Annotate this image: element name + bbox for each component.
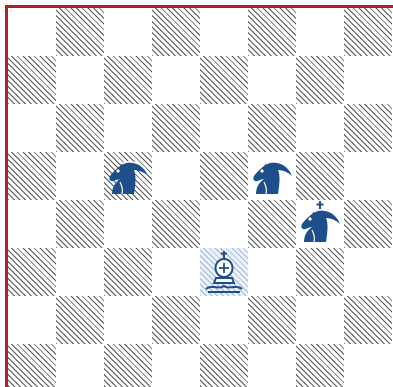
square-f6[interactable] xyxy=(248,104,296,152)
square-d3[interactable] xyxy=(152,248,200,296)
square-b8[interactable] xyxy=(56,8,104,56)
square-h5[interactable] xyxy=(344,152,392,200)
horse-head-icon xyxy=(248,152,296,200)
square-f8[interactable] xyxy=(248,8,296,56)
square-c2[interactable] xyxy=(104,296,152,344)
square-f2[interactable] xyxy=(248,296,296,344)
square-b5[interactable] xyxy=(56,152,104,200)
square-d6[interactable] xyxy=(152,104,200,152)
square-g1[interactable] xyxy=(296,344,344,387)
square-a2[interactable] xyxy=(8,296,56,344)
square-b4[interactable] xyxy=(56,200,104,248)
square-g3[interactable] xyxy=(296,248,344,296)
square-c4[interactable] xyxy=(104,200,152,248)
square-b6[interactable] xyxy=(56,104,104,152)
square-f1[interactable] xyxy=(248,344,296,387)
square-g2[interactable] xyxy=(296,296,344,344)
chess-board xyxy=(8,8,393,387)
square-e4[interactable] xyxy=(200,200,248,248)
square-b3[interactable] xyxy=(56,248,104,296)
square-g5[interactable] xyxy=(296,152,344,200)
square-h6[interactable] xyxy=(344,104,392,152)
square-g8[interactable] xyxy=(296,8,344,56)
square-c1[interactable] xyxy=(104,344,152,387)
square-g6[interactable] xyxy=(296,104,344,152)
square-a4[interactable] xyxy=(8,200,56,248)
square-a8[interactable] xyxy=(8,8,56,56)
blue-knight-c5[interactable] xyxy=(104,152,152,200)
square-h2[interactable] xyxy=(344,296,392,344)
square-h3[interactable] xyxy=(344,248,392,296)
square-d2[interactable] xyxy=(152,296,200,344)
square-e1[interactable] xyxy=(200,344,248,387)
square-b7[interactable] xyxy=(56,56,104,104)
blue-knight-g4[interactable] xyxy=(296,200,344,248)
square-d7[interactable] xyxy=(152,56,200,104)
square-c8[interactable] xyxy=(104,8,152,56)
square-e2[interactable] xyxy=(200,296,248,344)
square-f4[interactable] xyxy=(248,200,296,248)
square-f3[interactable] xyxy=(248,248,296,296)
square-e7[interactable] xyxy=(200,56,248,104)
square-e8[interactable] xyxy=(200,8,248,56)
square-a5[interactable] xyxy=(8,152,56,200)
square-d4[interactable] xyxy=(152,200,200,248)
square-d8[interactable] xyxy=(152,8,200,56)
square-c7[interactable] xyxy=(104,56,152,104)
square-b1[interactable] xyxy=(56,344,104,387)
square-e5[interactable] xyxy=(200,152,248,200)
square-d1[interactable] xyxy=(152,344,200,387)
square-g7[interactable] xyxy=(296,56,344,104)
blue-knight-f5[interactable] xyxy=(248,152,296,200)
square-a7[interactable] xyxy=(8,56,56,104)
square-a6[interactable] xyxy=(8,104,56,152)
square-c6[interactable] xyxy=(104,104,152,152)
horse-head-icon xyxy=(104,152,152,200)
square-d5[interactable] xyxy=(152,152,200,200)
square-a1[interactable] xyxy=(8,344,56,387)
square-c3[interactable] xyxy=(104,248,152,296)
horse-head-icon xyxy=(296,200,344,248)
square-b2[interactable] xyxy=(56,296,104,344)
square-h8[interactable] xyxy=(344,8,392,56)
square-a3[interactable] xyxy=(8,248,56,296)
square-h1[interactable] xyxy=(344,344,392,387)
white-bishop-e3[interactable] xyxy=(200,248,248,296)
square-h7[interactable] xyxy=(344,56,392,104)
square-e6[interactable] xyxy=(200,104,248,152)
square-h4[interactable] xyxy=(344,200,392,248)
bishop-icon xyxy=(200,248,248,296)
square-f7[interactable] xyxy=(248,56,296,104)
